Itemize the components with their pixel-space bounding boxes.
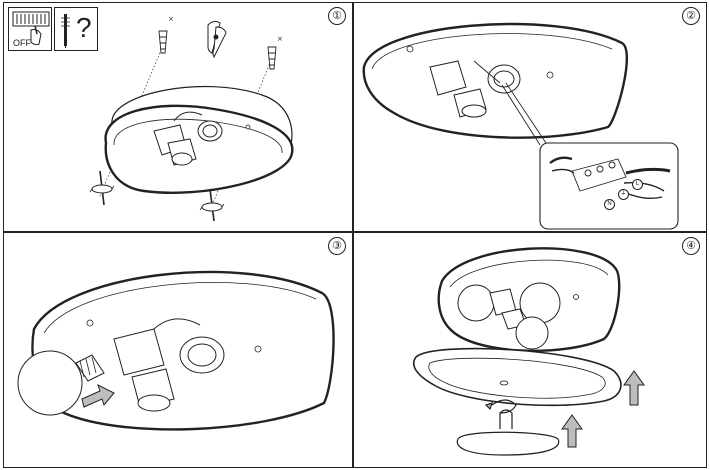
wires — [549, 156, 671, 200]
screwdriver-icon — [61, 14, 70, 48]
lamp-holders — [457, 282, 561, 350]
screw-icon — [199, 188, 225, 222]
step-1-illustration: × × — [89, 15, 294, 222]
up-arrow-icon — [623, 370, 645, 406]
wiring-detail-callout — [539, 142, 679, 230]
terminal-neutral-label: N — [604, 199, 615, 210]
lamp-holders — [153, 111, 223, 166]
up-arrow-icon — [561, 414, 583, 448]
svg-text:×: × — [168, 15, 174, 23]
step-3-panel: ③ — [3, 232, 353, 468]
wall-plug-icon: × — [158, 15, 174, 54]
terminal-earth-label: ⏚ — [618, 189, 629, 200]
step-2-panel: ② — [353, 2, 707, 232]
lamp-holders — [113, 318, 225, 412]
step-4-illustration — [412, 247, 645, 456]
step-4-panel: ④ — [353, 232, 707, 468]
svg-text:×: × — [277, 35, 283, 43]
step-2-number: ② — [682, 7, 700, 25]
pliers-icon — [207, 20, 227, 59]
step-1-panel: ① OFF ? — [3, 2, 353, 232]
insert-arrow-icon — [81, 384, 115, 408]
terminal-live-label: L — [632, 179, 643, 190]
light-bulb — [17, 350, 105, 416]
wall-plug-icon: × — [267, 35, 283, 70]
step-2-illustration — [362, 22, 679, 230]
step-3-illustration — [17, 270, 335, 431]
terminal-block — [571, 158, 627, 192]
step-4-number: ④ — [682, 237, 700, 255]
step-3-number: ③ — [328, 237, 346, 255]
screw-icon — [89, 170, 115, 206]
lamp-shade — [104, 85, 294, 194]
tools-icon-box: ? — [54, 7, 98, 51]
circuit-breaker-icon — [12, 11, 50, 46]
cover-cap — [456, 409, 560, 456]
off-label: OFF — [13, 38, 31, 48]
lamp-holders — [429, 60, 521, 118]
diffuser-plate — [412, 347, 622, 407]
step-1-number: ① — [328, 7, 346, 25]
question-mark: ? — [76, 12, 92, 43]
rotate-arrow-icon — [484, 399, 517, 414]
supply-cable — [473, 60, 547, 146]
power-off-icon-box: OFF — [8, 7, 52, 51]
